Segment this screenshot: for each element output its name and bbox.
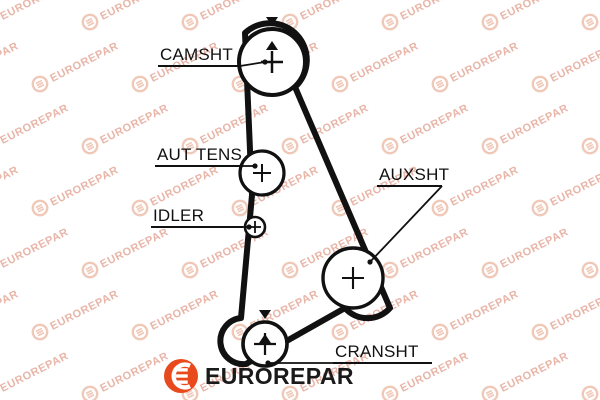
label-idler-leader-dot bbox=[246, 224, 252, 230]
label-aut-tens-leader-dot bbox=[252, 163, 258, 169]
eurorepar-brand: EUROREPAR bbox=[164, 359, 354, 393]
camshaft-pulley-timing-mark-inner-icon bbox=[266, 41, 278, 50]
watermark-item: EUROREPAR bbox=[579, 0, 600, 33]
label-camsht-leader-dot bbox=[262, 59, 268, 65]
label-camsht: CAMSHT bbox=[158, 45, 268, 67]
label-aut-tens: AUT TENS bbox=[155, 145, 258, 169]
label-cransht-text: CRANSHT bbox=[335, 342, 419, 361]
label-cransht: CRANSHT bbox=[265, 342, 432, 366]
eurorepar-logo-bar-0 bbox=[176, 368, 188, 372]
label-auxsht-leader-dot bbox=[367, 259, 373, 265]
eurorepar-wordmark: EUROREPAR bbox=[205, 363, 354, 389]
label-idler: IDLER bbox=[151, 206, 252, 230]
label-auxsht-text: AUXSHT bbox=[379, 165, 449, 184]
eurorepar-logo-bar-1 bbox=[176, 374, 188, 378]
eurorepar-logo-arc bbox=[171, 362, 192, 390]
label-camsht-text: CAMSHT bbox=[160, 45, 233, 64]
label-auxsht: AUXSHT bbox=[367, 165, 449, 265]
label-aut-tens-text: AUT TENS bbox=[157, 145, 242, 164]
label-layer: CAMSHT AUT TENS IDLER AUXSHT CRANSHT bbox=[151, 45, 449, 366]
crankshaft-pulley bbox=[241, 310, 289, 368]
eurorepar-logo-bar-2 bbox=[176, 380, 188, 384]
watermark-text: EUROREPAR bbox=[598, 0, 600, 23]
brand-logo: EUROREPAR bbox=[164, 359, 354, 393]
label-cransht-leader-dot bbox=[265, 360, 271, 366]
belt-layer bbox=[217, 20, 393, 368]
timing-belt-path bbox=[217, 20, 393, 368]
label-auxsht-leader-line bbox=[369, 185, 443, 263]
crankshaft-pulley-timing-mark-outer-icon bbox=[259, 310, 271, 319]
crankshaft-pulley-timing-mark-inner-icon bbox=[259, 334, 271, 343]
camshaft-pulley-timing-mark-outer-icon bbox=[266, 17, 278, 26]
label-camsht-leader-line bbox=[239, 61, 266, 67]
label-idler-text: IDLER bbox=[153, 206, 204, 225]
tensioner-pulley bbox=[238, 149, 286, 197]
